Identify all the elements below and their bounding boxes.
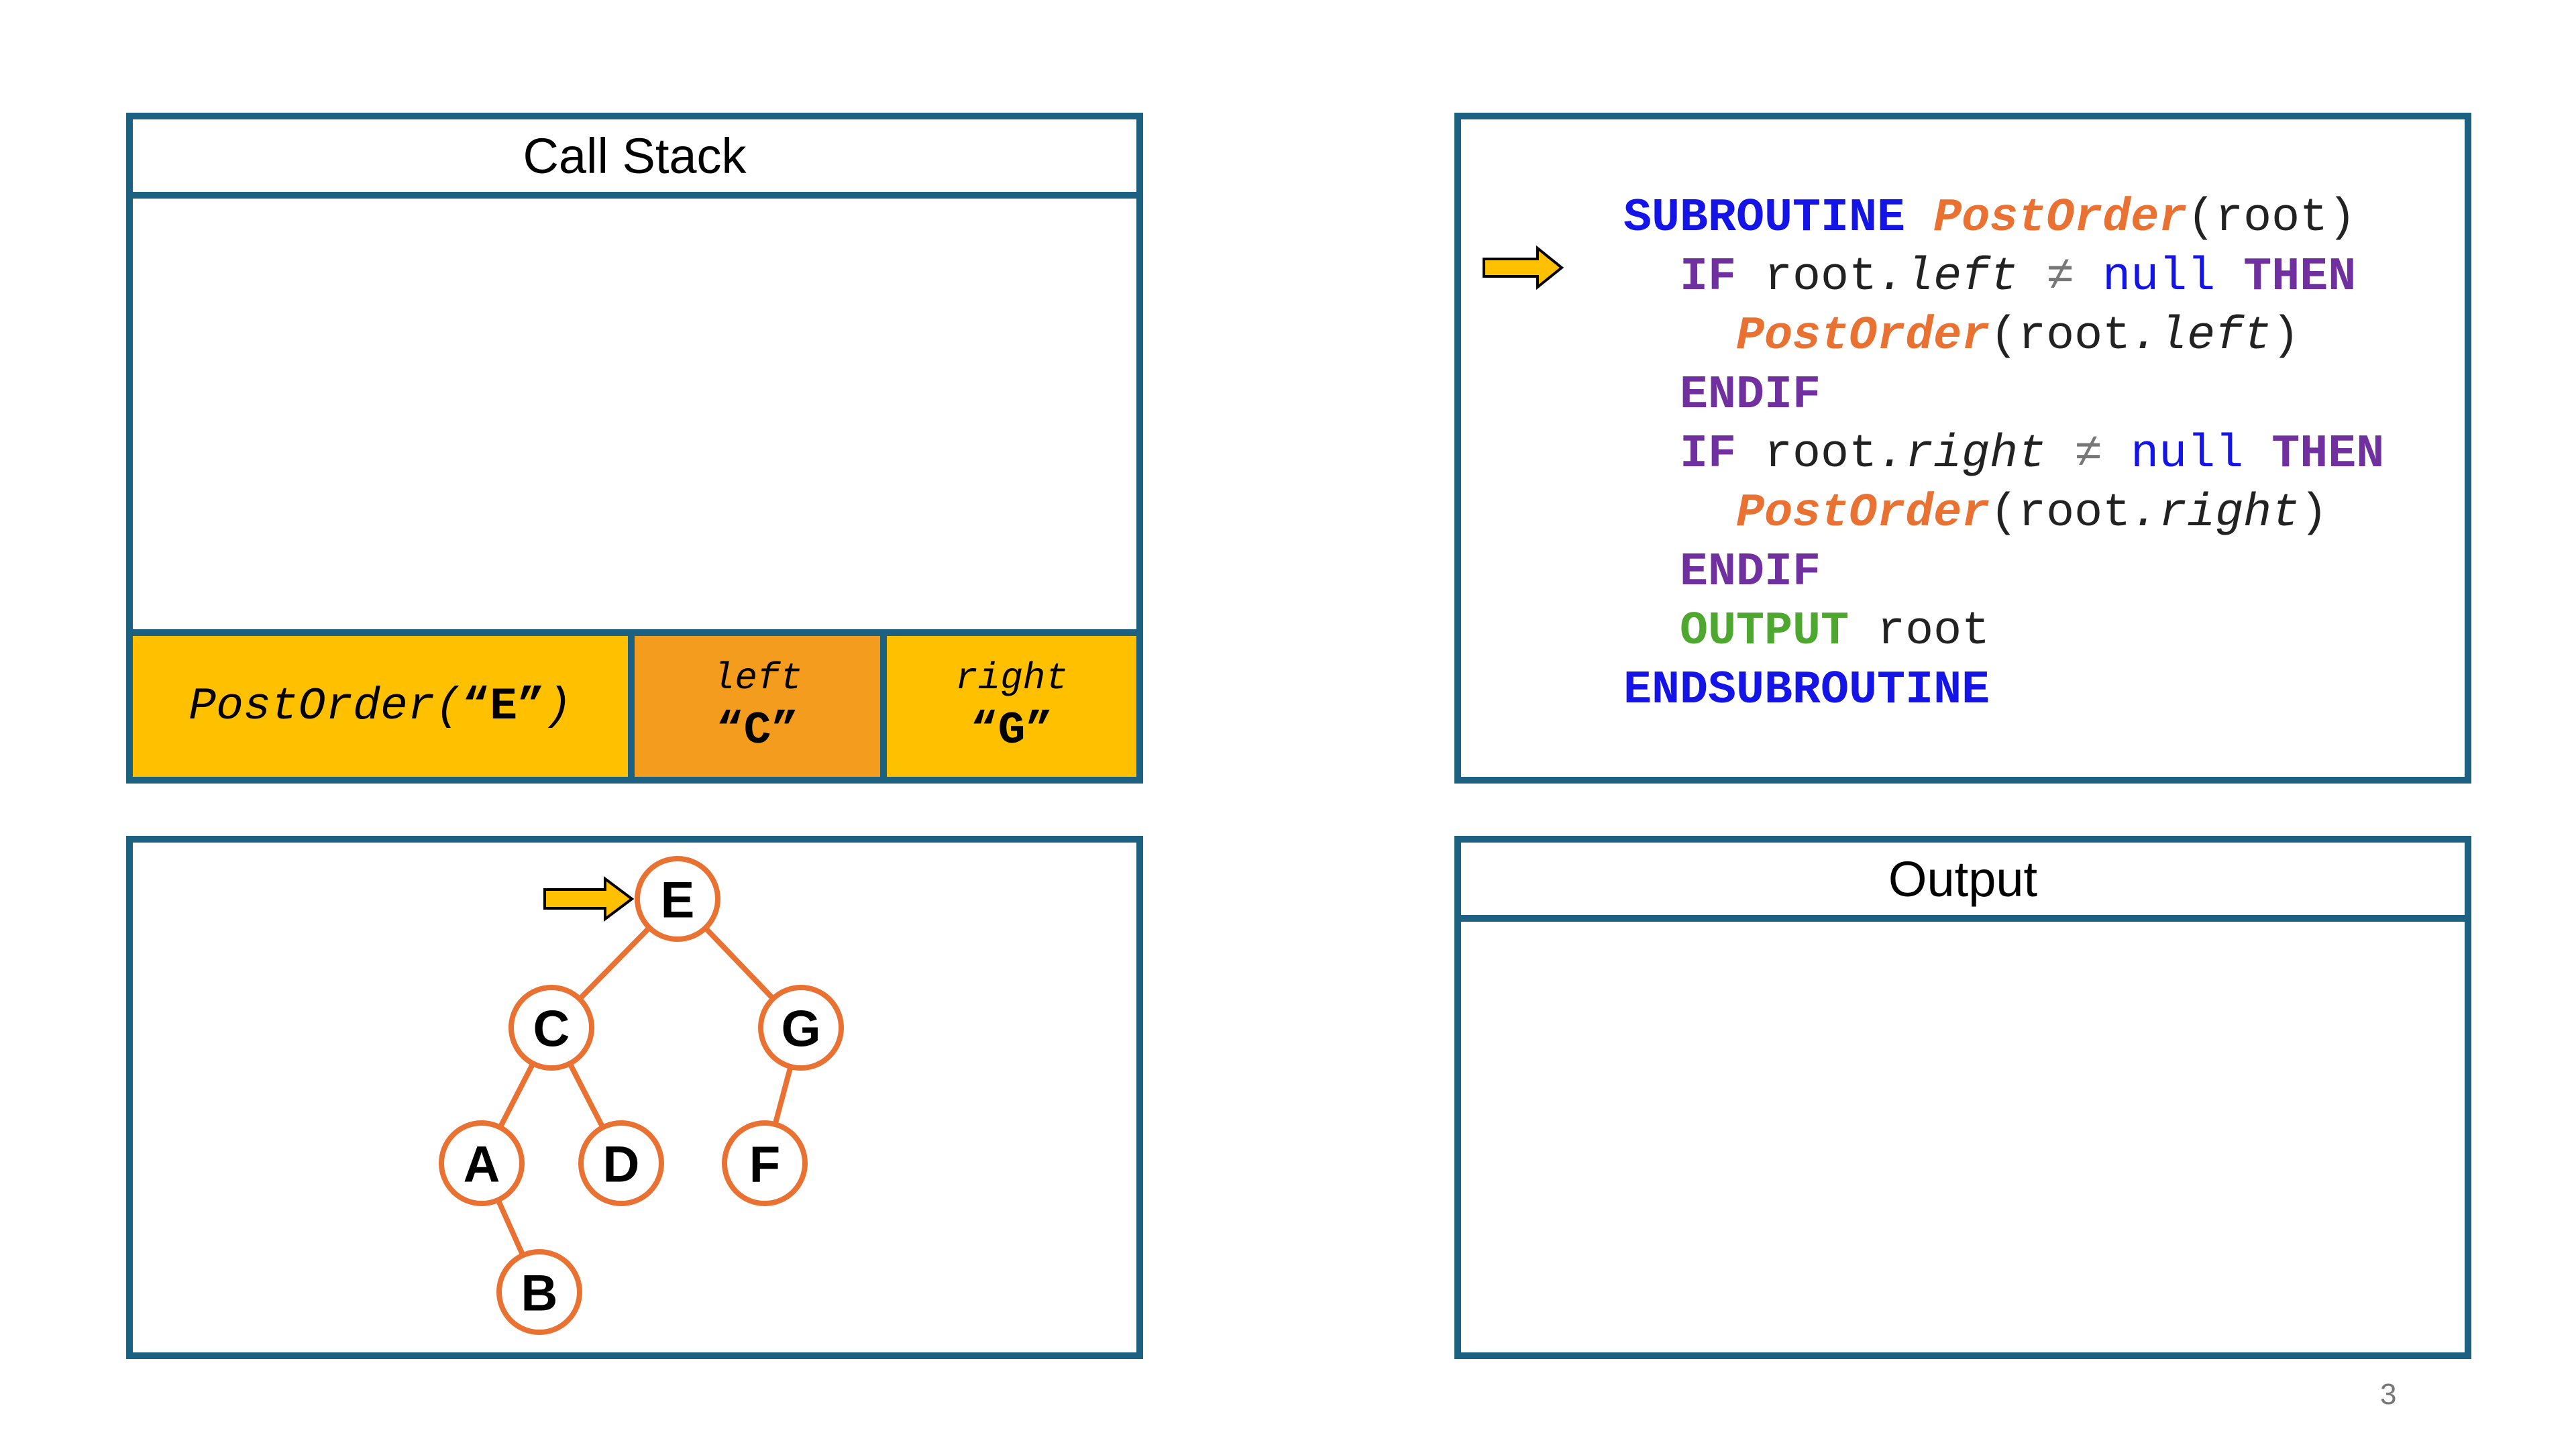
node-label-D: D <box>603 1136 640 1193</box>
call-open: (root <box>1990 487 2131 540</box>
output-title: Output <box>1461 843 2465 922</box>
neq-op: ≠ <box>2074 428 2103 481</box>
null-lit: null <box>2131 428 2244 481</box>
arrow-icon <box>543 876 635 922</box>
code-line-1: SUBROUTINE PostOrder(root) <box>1623 189 2384 248</box>
tree-node-C <box>508 985 594 1071</box>
kw-subroutine: SUBROUTINE <box>1623 192 1906 245</box>
tree-node-G <box>758 985 844 1071</box>
code-line-3: PostOrder(root.left) <box>1623 307 2384 366</box>
root-ref: root <box>1764 428 1878 481</box>
fn-call-right: PostOrder <box>1736 487 1990 540</box>
right-ref: .right <box>1877 428 2047 481</box>
call-stack-panel: Call Stack PostOrder(“E”) left “C” right… <box>126 113 1143 784</box>
binary-tree-diagram: E C G A D F B <box>439 856 844 1335</box>
call-close: ) <box>2300 487 2328 540</box>
kw-if: IF <box>1680 251 1737 304</box>
arrow-icon <box>1483 245 1564 290</box>
tree-panel: E C G A D F B <box>126 836 1143 1359</box>
kw-then: THEN <box>2243 251 2357 304</box>
kw-output: OUTPUT <box>1680 605 1849 658</box>
neq-op: ≠ <box>2046 251 2075 304</box>
call-stack-title: Call Stack <box>133 119 1136 199</box>
left-ref: .left <box>1877 251 2019 304</box>
kw-endif: ENDIF <box>1680 369 1821 422</box>
node-label-F: F <box>749 1136 780 1193</box>
frame-call-prefix: PostOrder( <box>189 680 463 733</box>
node-label-E: E <box>661 872 695 929</box>
null-lit: null <box>2102 251 2216 304</box>
var-name-left: left <box>712 656 803 700</box>
frame-call-arg: “E” <box>462 680 545 733</box>
node-label-B: B <box>521 1265 558 1322</box>
stack-frame-call: PostOrder(“E”) <box>133 636 635 777</box>
code-listing: SUBROUTINE PostOrder(root) IF root.left … <box>1623 189 2384 720</box>
call-close: ) <box>2271 310 2300 363</box>
node-label-C: C <box>533 1001 570 1058</box>
call-open: (root <box>1990 310 2131 363</box>
output-panel: Output <box>1454 836 2471 1359</box>
stack-frame-var-right: right “G” <box>887 636 1136 777</box>
call-right-member: .right <box>2131 487 2300 540</box>
code-line-9: ENDSUBROUTINE <box>1623 661 2384 720</box>
code-panel: SUBROUTINE PostOrder(root) IF root.left … <box>1454 113 2471 784</box>
tree-node-E <box>635 856 720 942</box>
call-left-member: .left <box>2131 310 2272 363</box>
var-name-right: right <box>955 656 1069 700</box>
kw-endsubroutine: ENDSUBROUTINE <box>1623 664 1990 717</box>
param: (root) <box>2187 192 2357 245</box>
kw-endif: ENDIF <box>1680 546 1821 599</box>
tree-node-B <box>496 1249 582 1335</box>
stack-frame-var-left: left “C” <box>635 636 887 777</box>
tree-node-D <box>578 1120 664 1206</box>
fn-name: PostOrder <box>1933 192 2188 245</box>
tree-node-A <box>439 1120 525 1206</box>
tree-node-F <box>722 1120 808 1206</box>
code-line-6: PostOrder(root.right) <box>1623 484 2384 543</box>
fn-call-left: PostOrder <box>1736 310 1990 363</box>
stack-frame: PostOrder(“E”) left “C” right “G” <box>133 629 1136 777</box>
code-line-2: IF root.left ≠ null THEN <box>1623 248 2384 307</box>
node-label-G: G <box>781 1001 820 1058</box>
code-line-5: IF root.right ≠ null THEN <box>1623 425 2384 484</box>
var-value-right: “G” <box>970 704 1053 757</box>
page-number: 3 <box>2380 1378 2397 1411</box>
root-ref: root <box>1764 251 1878 304</box>
code-line-7: ENDIF <box>1623 543 2384 602</box>
kw-if: IF <box>1680 428 1737 481</box>
code-line-4: ENDIF <box>1623 366 2384 425</box>
output-arg: root <box>1877 605 1990 658</box>
var-value-left: “C” <box>716 704 799 757</box>
kw-then: THEN <box>2271 428 2385 481</box>
code-line-8: OUTPUT root <box>1623 602 2384 661</box>
frame-call-suffix: ) <box>544 680 572 733</box>
node-label-A: A <box>464 1136 500 1193</box>
